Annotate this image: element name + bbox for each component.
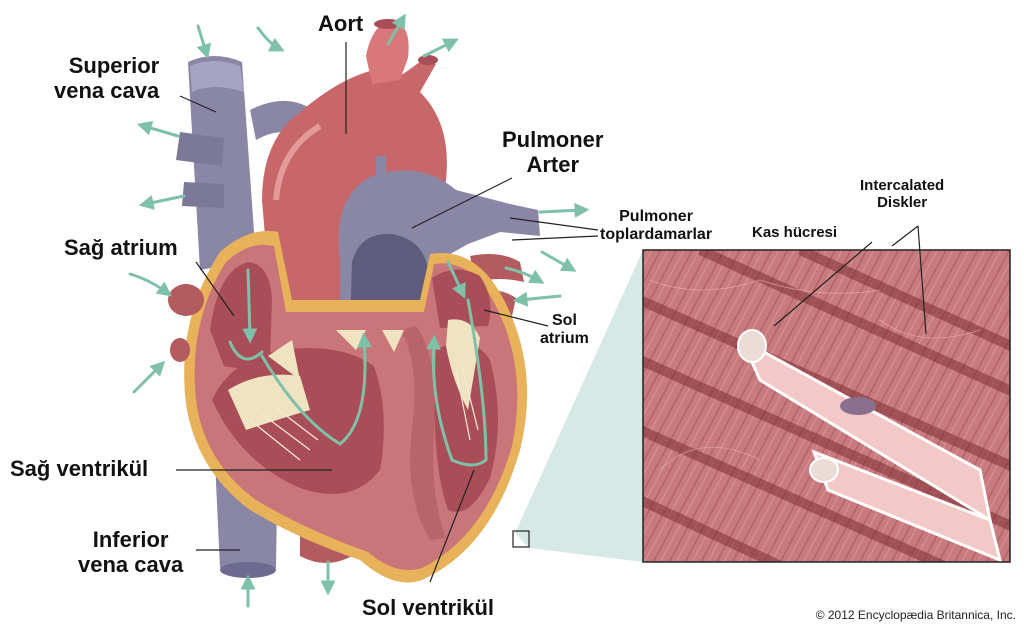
ivc-opening xyxy=(220,562,276,578)
label-aorta: Aort xyxy=(318,11,364,36)
blood-flow-arrows xyxy=(128,13,590,608)
label-superior-vena-cava: Superior vena cava xyxy=(54,53,160,103)
label-pv-line1: Pulmoner xyxy=(619,208,693,225)
label-la-line2: atrium xyxy=(540,329,589,347)
label-svc-line2: vena cava xyxy=(54,77,160,103)
label-right-ventricle: Sağ ventrikül xyxy=(10,456,149,481)
zoom-box-muscle-tissue xyxy=(642,249,1011,563)
label-id-line1: Intercalated xyxy=(860,177,945,194)
label-muscle-cell: Kas hücresi xyxy=(752,224,838,241)
label-pulmonary-artery: Pulmoner Arter xyxy=(502,127,604,177)
label-id-line2: Diskler xyxy=(877,193,928,211)
copyright-text: © 2012 Encyclopædia Britannica, Inc. xyxy=(815,608,1016,622)
label-right-atrium: Sağ atrium xyxy=(64,235,178,260)
leader-lines xyxy=(176,42,927,583)
label-pa-line2: Arter xyxy=(526,151,580,177)
aorta xyxy=(262,19,447,320)
zoom-cone xyxy=(515,250,643,562)
label-ivc-line2: vena cava xyxy=(78,551,184,577)
label-svc-line1: Superior xyxy=(68,53,160,78)
label-ivc-line1: Inferior xyxy=(92,527,169,552)
label-intercalated-discs: Intercalated Diskler xyxy=(860,177,945,212)
label-left-atrium: Sol atrium xyxy=(540,312,589,348)
label-pulmonary-veins: Pulmoner toplardamarlar xyxy=(600,208,712,244)
label-pv-line2: toplardamarlar xyxy=(600,225,713,243)
label-pa-line1: Pulmoner xyxy=(502,127,604,152)
label-la-line1: Sol xyxy=(552,312,577,329)
zoom-source-marker xyxy=(512,530,530,548)
label-inferior-vena-cava: Inferior vena cava xyxy=(78,527,184,577)
label-left-ventricle: Sol ventrikül xyxy=(362,595,495,620)
heart-body xyxy=(168,230,528,583)
